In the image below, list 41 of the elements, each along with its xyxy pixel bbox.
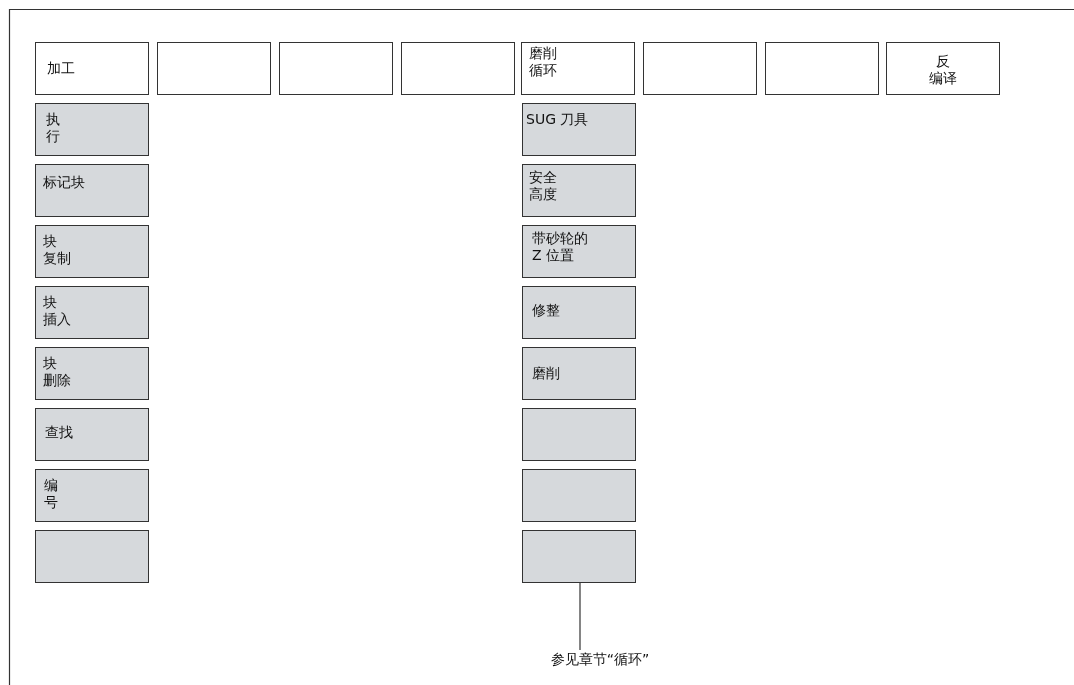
- softkey-button: [35, 347, 149, 400]
- softkey-button: [522, 408, 636, 461]
- softkey-button: [522, 347, 636, 400]
- softkey-button: [522, 530, 636, 583]
- softkey-button: [35, 469, 149, 522]
- softkey-button: [643, 42, 757, 95]
- softkey-label: 块删除: [43, 355, 71, 389]
- softkey-button: [35, 530, 149, 583]
- softkey-label: 磨削循环: [529, 45, 557, 79]
- softkey-button: [35, 164, 149, 217]
- softkey-label: 带砂轮的Z 位置: [532, 230, 588, 264]
- softkey-label: 查找: [45, 424, 73, 441]
- softkey-button: [765, 42, 879, 95]
- softkey-label: 标记块: [43, 174, 85, 191]
- softkey-button: [35, 408, 149, 461]
- softkey-label: 安全高度: [529, 169, 557, 203]
- reference-note: 参见章节“循环”: [549, 651, 651, 668]
- leader-line: [579, 582, 581, 651]
- softkey-label: 块插入: [43, 294, 71, 328]
- softkey-label: 加工: [47, 60, 75, 77]
- softkey-button: [279, 42, 393, 95]
- softkey-label: 块复制: [43, 233, 71, 267]
- softkey-button: [35, 103, 149, 156]
- softkey-label: 反编译: [928, 53, 958, 87]
- softkey-label: 执行: [46, 111, 60, 145]
- softkey-button: [886, 42, 1000, 95]
- softkey-label: SUG 刀具: [526, 111, 589, 128]
- softkey-button: [521, 42, 635, 95]
- softkey-button: [157, 42, 271, 95]
- softkey-button: [401, 42, 515, 95]
- softkey-button: [35, 42, 149, 95]
- softkey-button: [35, 225, 149, 278]
- softkey-label: 修整: [532, 302, 560, 319]
- softkey-button: [522, 469, 636, 522]
- softkey-label: 编号: [44, 477, 58, 511]
- softkey-label: 磨削: [532, 365, 560, 382]
- softkey-button: [522, 103, 636, 156]
- softkey-button: [35, 286, 149, 339]
- softkey-button: [522, 286, 636, 339]
- softkey-button: [522, 164, 636, 217]
- softkey-button: [522, 225, 636, 278]
